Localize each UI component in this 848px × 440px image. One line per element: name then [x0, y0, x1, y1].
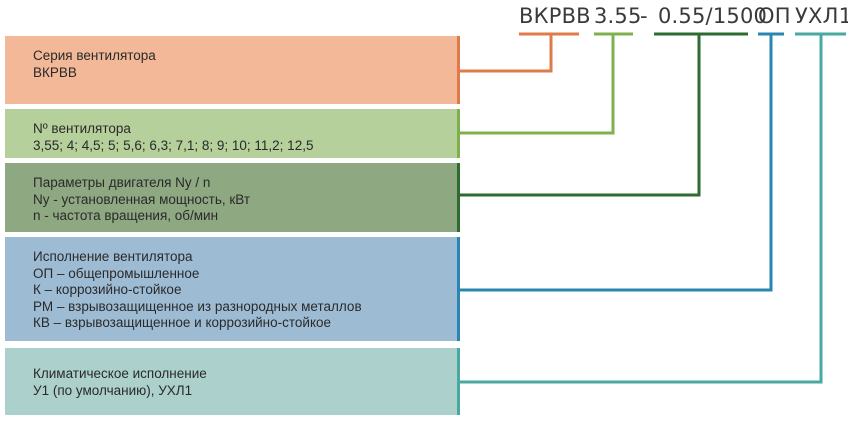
connector-number	[458, 32, 633, 135]
box-series-edge	[457, 36, 460, 104]
code-climate: УХЛ1	[795, 4, 848, 28]
code-dash: -	[640, 4, 648, 28]
box-number-title: Nº вентилятора	[33, 121, 131, 136]
box-climate-edge	[457, 348, 460, 415]
code-series: ВКРВВ	[519, 4, 591, 28]
box-series: Серия вентилятора ВКРВВ	[5, 36, 457, 104]
box-number: Nº вентилятора 3,55; 4; 4,5; 5; 5,6; 6,3…	[5, 109, 457, 158]
box-series-title: Серия вентилятора	[33, 48, 156, 63]
box-series-value: ВКРВВ	[33, 64, 77, 80]
box-execution-title: Исполнение вентилятора	[33, 249, 193, 264]
box-climate-value: У1 (по умолчанию), УХЛ1	[33, 382, 193, 398]
connector-climate	[458, 32, 846, 384]
box-motor-edge	[457, 163, 460, 232]
box-motor-speed: n - частота вращения, об/мин	[33, 208, 219, 223]
connector-motor	[458, 32, 748, 197]
box-number-edge	[457, 109, 460, 158]
box-climate: Климатическое исполнение У1 (по умолчани…	[5, 348, 457, 415]
box-execution-k: К – коррозийно-стойкое	[33, 282, 182, 297]
connector-series	[458, 32, 579, 73]
box-execution-edge	[457, 237, 460, 341]
box-climate-title: Климатическое исполнение	[33, 366, 207, 381]
box-motor-power: Ny - установленная мощность, кВт	[33, 191, 251, 207]
box-number-value: 3,55; 4; 4,5; 5; 5,6; 6,3; 7,1; 8; 9; 10…	[33, 137, 314, 153]
box-execution-kv: КВ – взрывозащищенное и коррозийно-стойк…	[33, 315, 332, 330]
box-motor-title: Параметры двигателя Ny / n	[33, 175, 211, 190]
code-number: 3.55	[594, 4, 642, 28]
box-motor: Параметры двигателя Ny / n Ny - установл…	[5, 163, 457, 232]
code-motor: 0.55/1500	[658, 4, 768, 28]
connector-execution	[458, 32, 784, 292]
box-execution-rm: РМ – взрывозащищенное из разнородных мет…	[33, 298, 362, 314]
box-execution-op: ОП – общепромышленное	[33, 265, 200, 281]
code-execution: ОП	[758, 4, 791, 28]
box-execution: Исполнение вентилятора ОП – общепромышле…	[5, 237, 457, 341]
